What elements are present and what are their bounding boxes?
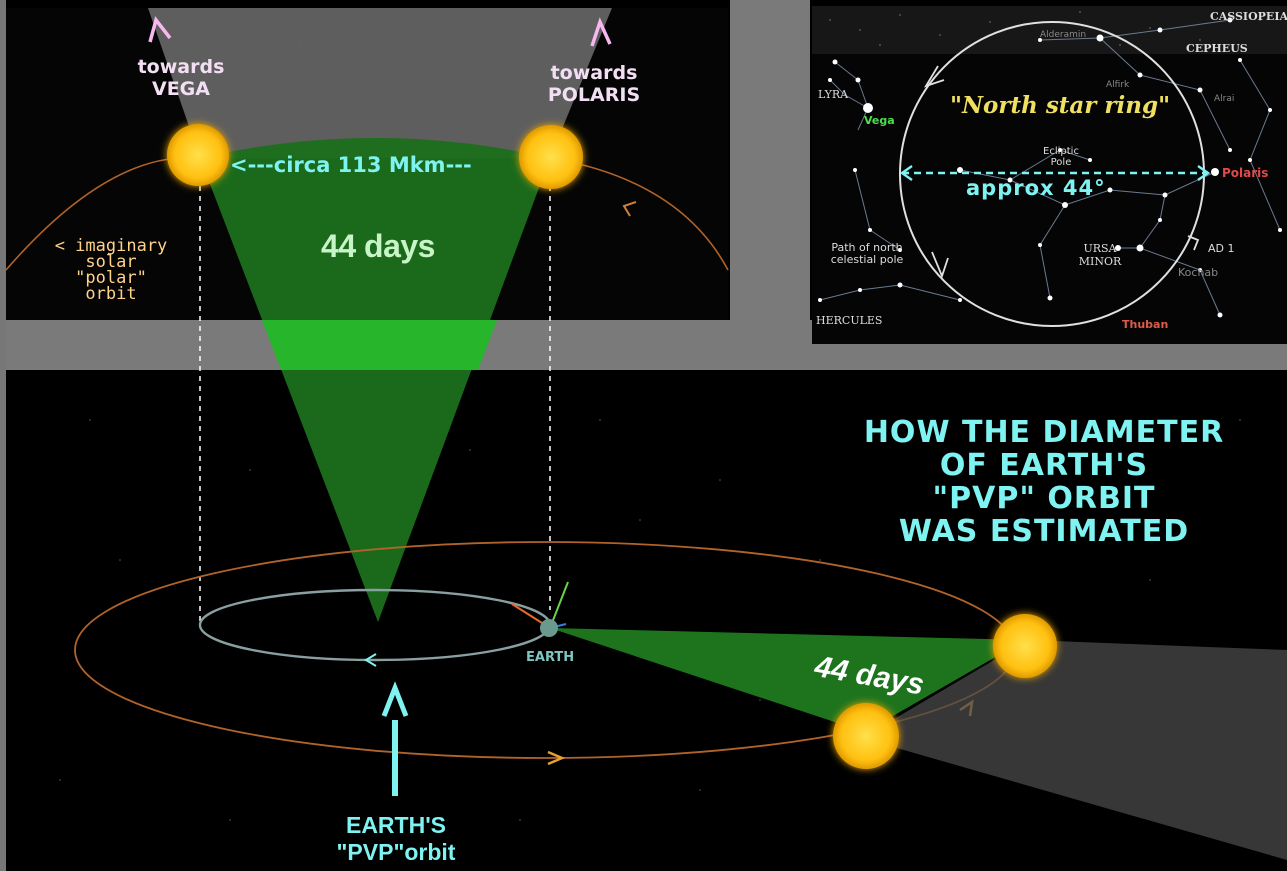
ring-arrow-top bbox=[923, 65, 945, 88]
diagram-heading: HOW THE DIAMETER OF EARTH'S "PVP" ORBIT … bbox=[863, 415, 1225, 549]
label-lyra: LYRA bbox=[818, 88, 849, 101]
label-thuban: Thuban bbox=[1122, 318, 1169, 331]
label-vega: Vega bbox=[864, 114, 895, 127]
diameter-arrow-right bbox=[1197, 165, 1211, 181]
label-hercules: HERCULES bbox=[816, 314, 883, 327]
sightline-wedge bbox=[148, 8, 612, 158]
polar-orbit-label: < imaginary solar "polar" orbit bbox=[54, 236, 168, 304]
angle-label: approx 44° bbox=[966, 176, 1106, 200]
gray-left-edge bbox=[0, 0, 6, 871]
diameter-arrow-left bbox=[899, 165, 913, 181]
polaris-direction-label: towards POLARIS bbox=[547, 62, 641, 106]
top-duration-label: 44 days bbox=[321, 228, 435, 264]
sun-bottom-left bbox=[833, 703, 899, 769]
vega-direction-label: towards VEGA bbox=[137, 56, 225, 100]
pvp-orbit-label: EARTH'S "PVP"orbit bbox=[336, 812, 456, 865]
earth-label: EARTH bbox=[526, 650, 575, 665]
label-cepheus: CEPHEUS bbox=[1186, 42, 1248, 55]
bottom-green-cone bbox=[550, 628, 1025, 732]
earth bbox=[540, 619, 558, 637]
ring-arrow-left bbox=[931, 251, 949, 279]
label-alfirk: Alfirk bbox=[1106, 80, 1130, 90]
label-alrai: Alrai bbox=[1214, 94, 1235, 104]
star-map-panel bbox=[812, 6, 1287, 344]
ring-arrow-right bbox=[1187, 235, 1200, 251]
vega-up-arrow bbox=[148, 16, 172, 43]
orbit-direction-arrow bbox=[622, 201, 637, 217]
polaris-up-arrow bbox=[590, 17, 612, 47]
orbit-arrow-bottom bbox=[547, 750, 566, 766]
label-ursa-minor: URSA MINOR bbox=[1078, 242, 1122, 268]
sun-bottom-right bbox=[993, 614, 1057, 678]
label-ad1: AD 1 bbox=[1208, 242, 1235, 255]
top-green-cone bbox=[200, 138, 550, 622]
label-kochab: Kochab bbox=[1178, 266, 1219, 279]
label-ecliptic-pole: Ecliptic Pole bbox=[1043, 146, 1079, 168]
gray-frame-right bbox=[730, 0, 810, 370]
star-map-title: "North star ring" bbox=[950, 92, 1171, 119]
label-path-note: Path of north celestial pole bbox=[830, 241, 904, 266]
sun-top-right bbox=[519, 125, 583, 189]
pvp-orbit-pointer-head bbox=[381, 681, 409, 717]
label-alderamin: Alderamin bbox=[1040, 30, 1087, 40]
bottom-sightline-wedge bbox=[862, 640, 1287, 860]
cone-band-highlight bbox=[262, 320, 497, 370]
label-polaris: Polaris bbox=[1222, 166, 1269, 180]
sun-top-left bbox=[167, 124, 229, 186]
label-cassiopeia: CASSIOPEIA bbox=[1210, 10, 1287, 23]
distance-label: <---circa 113 Mkm--- bbox=[230, 153, 472, 177]
earth-orbit-arrow bbox=[364, 653, 377, 667]
